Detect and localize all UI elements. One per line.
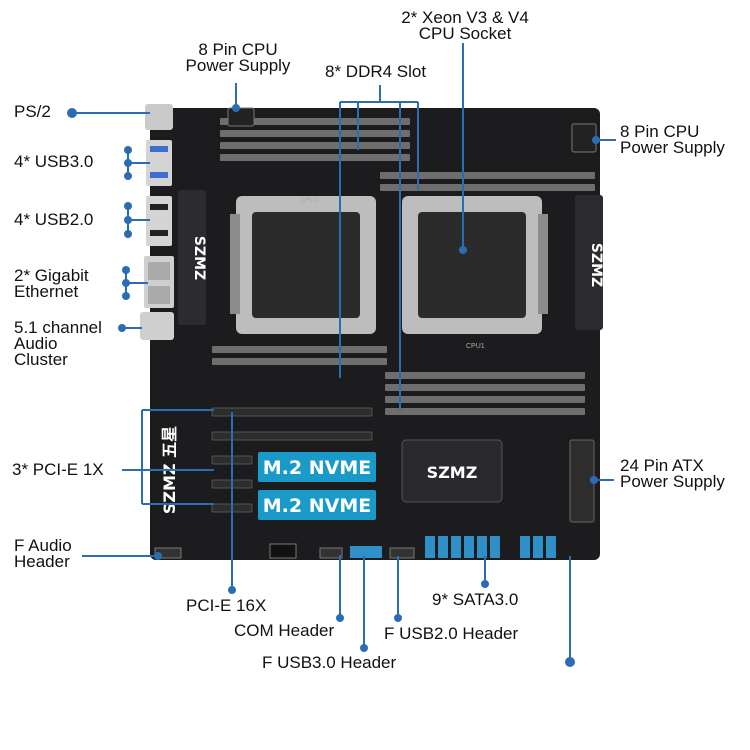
f-usb2-header-part [389,547,415,559]
f-audio-header-part [154,547,182,559]
cpu-power-top-connector [227,107,255,127]
label-usb2: 4* USB2.0 [14,210,94,229]
label-cpu-socket: 2* Xeon V3 & V4 CPU Socket [370,8,560,43]
com-header-part [319,547,343,559]
ps2-port [145,104,173,130]
label-atx-line2: Power Supply [620,472,725,491]
label-ethernet-line1: 2* Gigabit [14,266,89,285]
heatsink-brand-left: SZMZ [191,236,207,280]
debug-led [269,543,297,559]
label-f-audio-line2: Header [14,552,70,571]
chipset-brand: SZMZ [427,463,478,482]
m2-slot-1: M.2 NVME [258,452,376,482]
label-cpu-socket-line2: CPU Socket [418,24,512,43]
ddr4-slots-bottom [212,346,585,415]
label-ddr4: 8* DDR4 Slot [325,62,427,81]
label-f-audio-line1: F Audio [14,536,72,555]
label-f-usb2: F USB2.0 Header [384,624,519,643]
right-heatsink [575,195,603,330]
heatsink-brand-right: SZMZ [588,243,604,287]
left-heatsink [178,190,206,325]
label-cpu-power-top-line2: Power Supply [185,56,291,75]
sata-ports [425,536,556,558]
label-pcie16x: PCI-E 16X [186,596,267,615]
m2-label-1: M.2 NVME [263,457,371,479]
audio-jacks [140,312,174,340]
label-ethernet-line2: Ethernet [14,282,79,301]
label-usb3: 4* USB3.0 [14,152,94,171]
f-usb3-header-part [350,546,382,558]
label-atx: 24 Pin ATX Power Supply [620,456,725,491]
label-pcie1x: 3* PCI-E 1X [12,460,104,479]
label-ethernet: 2* Gigabit Ethernet [14,266,89,301]
cpu2-silkscreen: CPU2 [300,197,319,204]
label-cpu-power-right-line1: 8 Pin CPU [620,122,700,141]
label-atx-line1: 24 Pin ATX [620,456,704,475]
label-f-usb3: F USB3.0 Header [262,653,397,672]
label-cpu-power-top-line1: 8 Pin CPU [198,40,278,59]
callout-lines [67,43,616,667]
label-audio-line2: Audio [14,334,58,353]
chipset-heatsink [401,439,503,503]
cpu-socket-left [230,196,376,334]
label-cpu-socket-line1: 2* Xeon V3 & V4 [401,8,529,27]
label-sata: 9* SATA3.0 [432,590,519,609]
label-com: COM Header [234,621,335,640]
pcie-slots [211,407,373,513]
ddr4-slots-top [220,118,410,161]
cpu1-silkscreen: CPU1 [466,343,485,350]
cpu-power-right-connector [571,123,597,153]
label-audio: 5.1 channel Audio Cluster [14,318,102,369]
label-audio-line3: Cluster [14,350,68,369]
label-cpu-power-top: 8 Pin CPU Power Supply [168,40,308,75]
label-cpu-power-right: 8 Pin CPU Power Supply [620,122,725,157]
cpu-socket-right [402,196,548,334]
label-cpu-power-right-line2: Power Supply [620,138,725,157]
ddr4-slots-right [380,172,595,191]
m2-slot-2: M.2 NVME [258,490,376,520]
label-audio-line1: 5.1 channel [14,318,102,337]
label-ps2: PS/2 [14,102,51,121]
m2-label-2: M.2 NVME [263,495,371,517]
label-f-audio: F Audio Header [14,536,72,571]
